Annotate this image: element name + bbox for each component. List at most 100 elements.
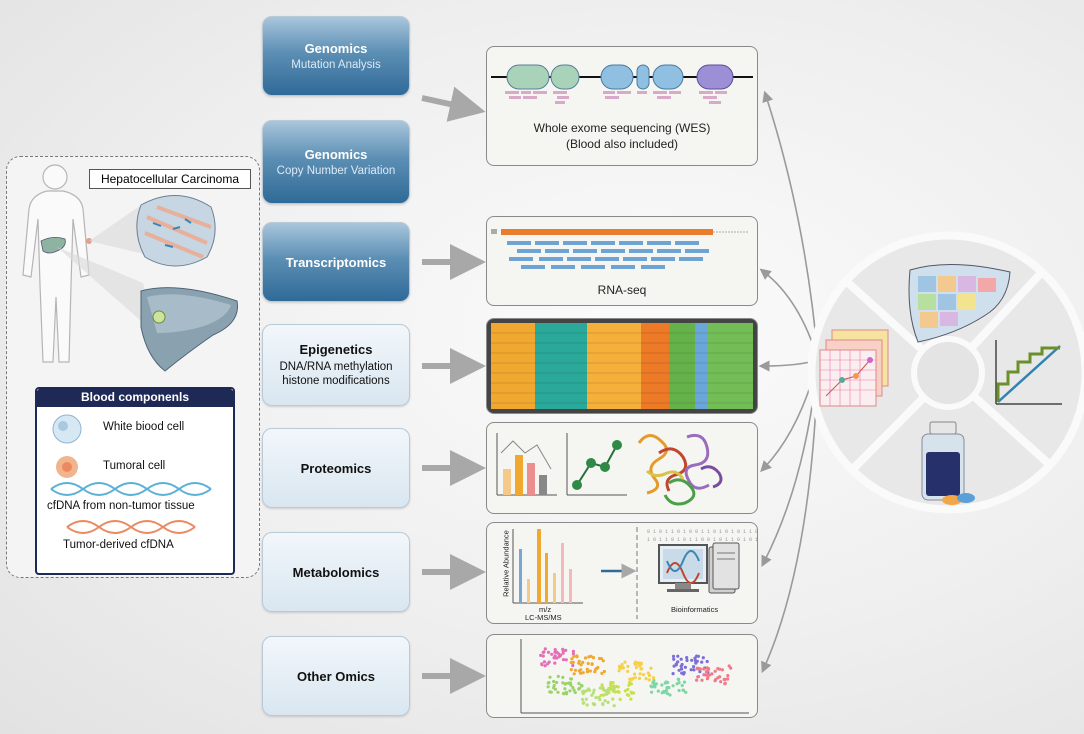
- scatter-point: [581, 671, 585, 675]
- scatter-point: [695, 666, 699, 670]
- scatter-point: [579, 663, 583, 667]
- scatter-point: [586, 661, 590, 666]
- scatter-point: [585, 670, 589, 674]
- bar-chart-icon: [496, 433, 557, 496]
- cfdna-tumor-icon: [66, 520, 196, 534]
- scatter-point: [569, 677, 573, 681]
- scatter-point: [705, 673, 709, 677]
- scatter-point: [577, 659, 581, 663]
- scatter-point: [573, 668, 578, 672]
- scatter-point: [720, 668, 724, 672]
- scatter-point: [572, 654, 576, 658]
- scatter-point: [592, 688, 596, 692]
- scatter-point: [695, 659, 699, 663]
- scatter-point: [564, 648, 568, 652]
- scatter-point: [634, 666, 638, 670]
- scatter-point: [612, 704, 616, 708]
- arrow-genomics: [421, 86, 486, 122]
- scatter-point: [696, 675, 700, 679]
- scatter-point: [649, 666, 653, 670]
- blood-components-title: Blood componenls: [35, 387, 235, 407]
- scatter-point: [587, 655, 591, 659]
- scatter-point: [540, 663, 544, 667]
- scatter-point: [571, 663, 575, 668]
- scatter-point: [556, 690, 560, 694]
- scatter-point: [695, 678, 699, 682]
- scatter-point: [613, 690, 617, 694]
- scatter-point: [682, 680, 687, 684]
- scatter-point: [577, 669, 581, 673]
- panel-metabolomics: 0 1 0 1 1 0 1 0 0 1 1 0 1 0 1 0 1 1 0 1 …: [486, 522, 758, 624]
- blood-components-box: Blood componenls White biood cell Tumora…: [35, 387, 235, 575]
- scatter-point: [553, 654, 557, 658]
- scatter-point: [564, 658, 568, 662]
- human-body-icon: [22, 164, 90, 363]
- scatter-point: [707, 673, 712, 677]
- scatter-point: [601, 686, 605, 690]
- scatter-point: [692, 665, 696, 669]
- scatter-point: [682, 688, 686, 692]
- scatter-point: [629, 697, 633, 701]
- scatter-point: [616, 685, 620, 689]
- scatter-point: [612, 687, 616, 692]
- scatter-point: [705, 666, 709, 670]
- scatter-point: [696, 654, 700, 658]
- scatter-point: [594, 667, 599, 671]
- scatter-point: [572, 672, 576, 676]
- scatter-point: [598, 686, 602, 690]
- scatter-point: [665, 686, 669, 690]
- metabolomics-illustration: 0 1 0 1 1 0 1 0 0 1 1 0 1 0 1 0 1 1 0 1 …: [512, 527, 757, 619]
- scatter-point: [632, 691, 636, 695]
- integration-arrow: [762, 90, 819, 361]
- scatter-point: [573, 690, 577, 695]
- scatter-point: [623, 689, 627, 693]
- scatter-point: [577, 681, 581, 686]
- integration-arrow: [760, 359, 819, 473]
- scatter-point: [663, 690, 667, 694]
- scatter-point: [575, 654, 579, 658]
- scatter-point: [577, 687, 581, 691]
- omic-title: Proteomics: [300, 460, 372, 476]
- blood-components-icons: [50, 414, 212, 534]
- scatter-point: [602, 693, 606, 697]
- scatter-point: [638, 672, 642, 676]
- roc-curve-icon: [995, 340, 1062, 405]
- scatter-point: [553, 648, 557, 652]
- omic-box-transcriptomics: Transcriptomics: [262, 222, 410, 302]
- blood-item-label: Tumoral cell: [103, 460, 166, 472]
- scatter-point: [700, 678, 704, 682]
- small-liver-icon: [40, 237, 66, 254]
- scatter-point: [626, 664, 630, 668]
- scatter-point: [719, 680, 723, 684]
- wheel-segment: [942, 266, 1084, 471]
- liver-puzzle-icon: [908, 263, 1011, 343]
- scatter-point: [726, 677, 730, 681]
- scatter-point: [590, 693, 594, 697]
- panel-other-omics: [486, 634, 758, 718]
- scatter-point: [539, 653, 543, 657]
- omic-title: Transcriptomics: [285, 254, 387, 270]
- omic-box-other-omics: Other Omics: [262, 636, 410, 716]
- scatter-point: [701, 656, 705, 660]
- wes-caption: Whole exome sequencing (WES): [533, 121, 711, 135]
- wheel-segment: [840, 231, 1048, 379]
- scatter-point: [583, 689, 587, 693]
- scatter-point: [546, 650, 551, 654]
- bioinformatics-label: Bioinformatics: [671, 605, 719, 614]
- scatter-point: [561, 651, 565, 655]
- rnaseq-caption: RNA-seq: [597, 283, 647, 297]
- ms-xlabel: m/z: [539, 605, 552, 614]
- scatter-point: [561, 658, 566, 662]
- scatter-point: [569, 668, 573, 672]
- scatter-point: [647, 673, 652, 678]
- tissue-closeup-icon: [136, 195, 216, 267]
- scatter-point: [700, 660, 704, 664]
- scatter-point: [571, 649, 575, 653]
- exome-track-illustration: [491, 64, 753, 104]
- scatter-point: [546, 662, 550, 666]
- scatter-point: [585, 703, 589, 707]
- integration-arrow: [761, 359, 819, 567]
- omic-box-genomics-cnv: Genomics Copy Number Variation: [262, 120, 410, 204]
- scatter-point: [680, 667, 684, 671]
- scatter-point: [650, 690, 654, 694]
